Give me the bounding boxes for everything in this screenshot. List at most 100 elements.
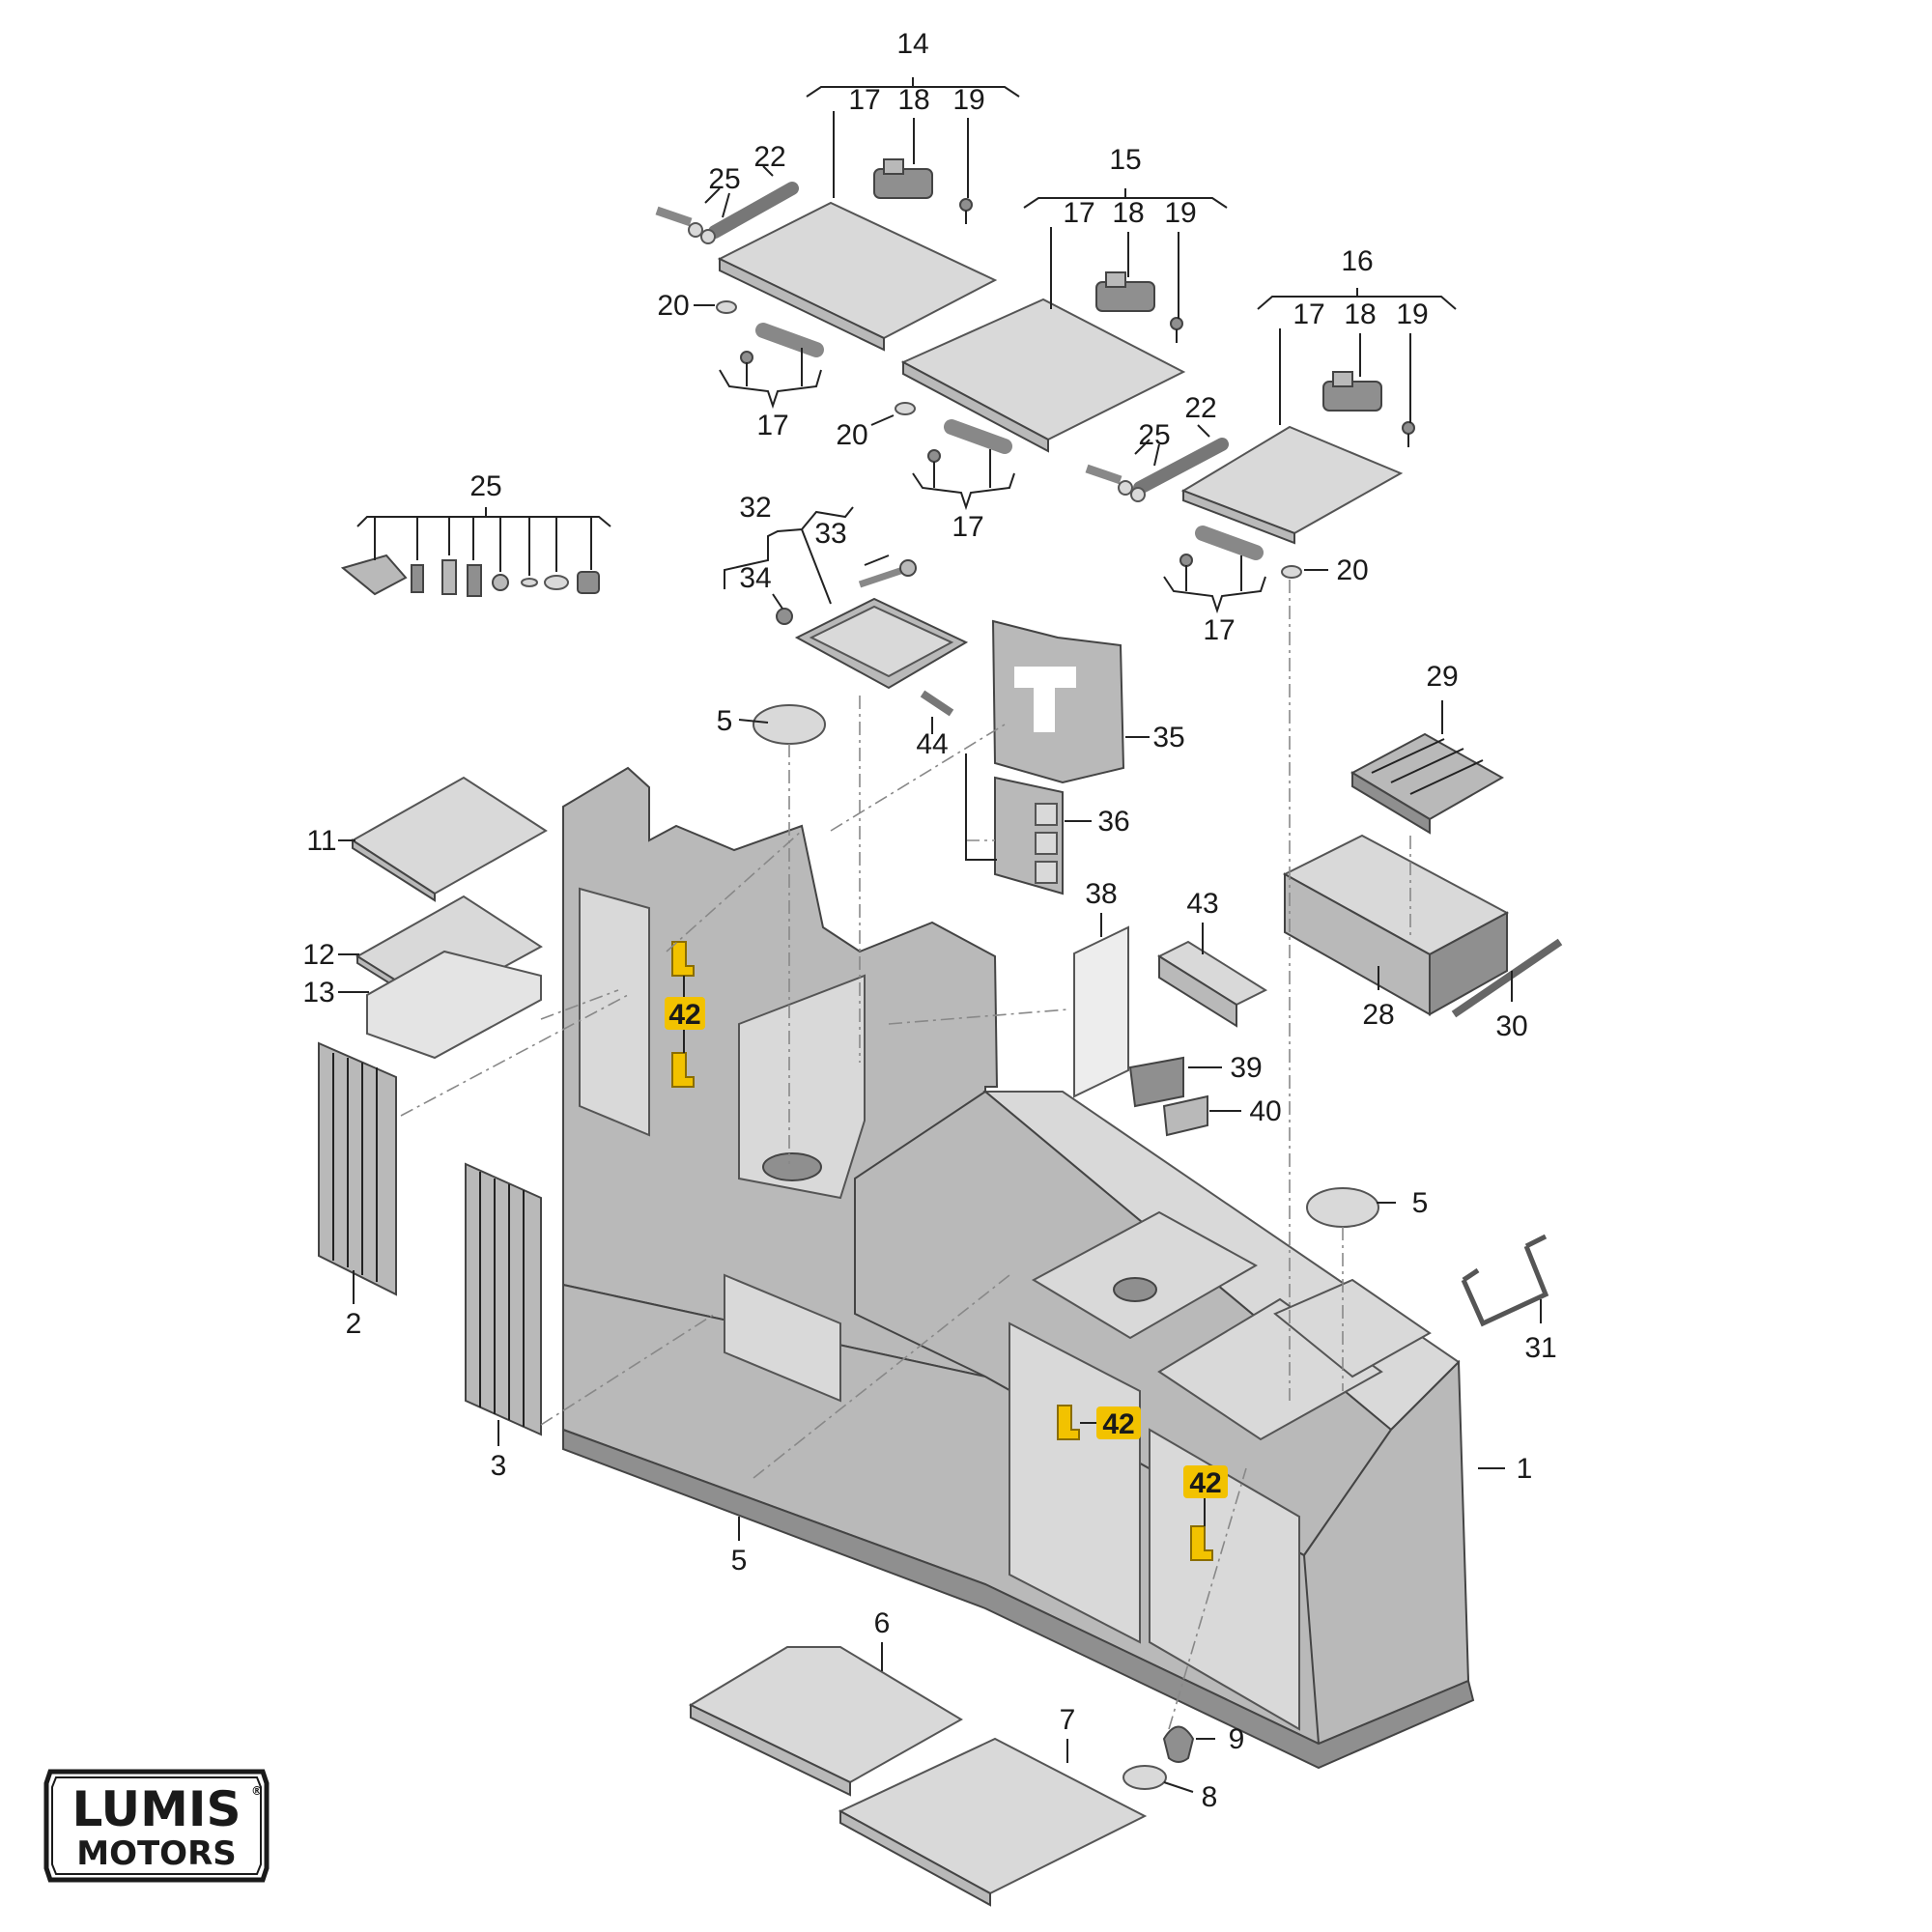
callout-25c: 25 xyxy=(469,470,501,502)
callout-44: 44 xyxy=(916,728,948,760)
callout-17c: 17 xyxy=(1203,614,1235,646)
highlight-42c xyxy=(1183,1465,1228,1498)
gas-strut-22a xyxy=(708,182,799,239)
callout-28: 28 xyxy=(1362,999,1394,1031)
hinge-18a xyxy=(873,158,933,199)
callout-42c: 42 xyxy=(1189,1467,1221,1499)
callout-16-18: 18 xyxy=(1344,298,1376,330)
mat-6 xyxy=(688,1646,963,1784)
clip-40 xyxy=(1162,1094,1208,1137)
callout-14-18: 18 xyxy=(897,84,929,116)
shelf-panel-14 xyxy=(717,201,998,340)
callout-14: 14 xyxy=(896,28,928,60)
callout-9: 9 xyxy=(1229,1723,1245,1755)
screw-19c xyxy=(1402,421,1415,447)
callout-17b: 17 xyxy=(952,511,983,543)
callout-33: 33 xyxy=(814,518,846,550)
highlight-42a xyxy=(665,997,705,1030)
callout-5a: 5 xyxy=(717,705,733,737)
callout-11: 11 xyxy=(306,825,336,857)
callout-32: 32 xyxy=(739,492,771,524)
callout-5b: 5 xyxy=(1412,1187,1429,1219)
callout-40: 40 xyxy=(1249,1095,1281,1127)
assembly-lines xyxy=(400,580,1411,1730)
bolt-25b xyxy=(1085,464,1146,502)
console-body-1 xyxy=(562,766,1475,1770)
drawer-28 xyxy=(1282,834,1510,1016)
callout-34: 34 xyxy=(739,562,771,594)
highlight-42b xyxy=(1096,1406,1141,1439)
callout-6: 6 xyxy=(874,1607,891,1639)
hook-42-top-b xyxy=(671,1052,695,1088)
handle-17b xyxy=(927,419,1012,463)
callout-43: 43 xyxy=(1186,888,1218,920)
callout-38: 38 xyxy=(1085,878,1117,910)
callout-22a: 22 xyxy=(753,141,785,173)
callout-42b: 42 xyxy=(1102,1408,1134,1440)
callout-16-19: 19 xyxy=(1396,298,1428,330)
door-2 xyxy=(318,1041,397,1296)
callout-20b: 20 xyxy=(836,419,867,451)
screw-19b xyxy=(1170,317,1183,343)
key-33 xyxy=(858,559,917,588)
hardware-set-25 xyxy=(340,554,600,597)
hook-42-top-a xyxy=(671,941,695,977)
callout-labels: 14 17 18 19 15 17 18 19 16 17 18 19 22 2… xyxy=(302,28,1556,1813)
bolt-25a xyxy=(655,206,716,244)
callout-14-19: 19 xyxy=(952,84,984,116)
callout-36: 36 xyxy=(1097,806,1129,838)
callout-12: 12 xyxy=(302,939,334,971)
callout-15-17: 17 xyxy=(1063,197,1094,229)
door-3 xyxy=(465,1162,542,1436)
handle-17c xyxy=(1179,526,1264,567)
logo-registered-mark: ® xyxy=(251,1784,263,1798)
callout-17a: 17 xyxy=(756,410,788,441)
callout-1: 1 xyxy=(1517,1453,1533,1485)
callout-35: 35 xyxy=(1152,722,1184,753)
callout-25a: 25 xyxy=(708,163,740,195)
strip-43 xyxy=(1156,940,1268,1028)
callout-15: 15 xyxy=(1109,144,1141,176)
callout-15-19: 19 xyxy=(1164,197,1196,229)
fastener-44 xyxy=(920,690,954,717)
panel-35 xyxy=(991,619,1125,784)
clip-39 xyxy=(1128,1056,1184,1108)
lumis-motors-logo: LUMIS ® MOTORS xyxy=(43,1769,270,1883)
callout-13: 13 xyxy=(302,977,334,1009)
callout-42a: 42 xyxy=(668,999,700,1031)
mirror-38 xyxy=(1073,925,1129,1098)
bumper-20c xyxy=(1281,565,1302,579)
bumper-20a xyxy=(716,300,737,314)
callout-15-18: 18 xyxy=(1112,197,1144,229)
rail-30 xyxy=(1451,938,1563,1018)
hinge-18c xyxy=(1322,371,1382,412)
hinge-18b xyxy=(1095,271,1155,312)
leader-lines xyxy=(338,77,1542,1793)
screw-19a xyxy=(959,198,973,224)
hook-42-mid xyxy=(1057,1405,1080,1440)
insert-29 xyxy=(1350,732,1505,835)
callout-25b: 25 xyxy=(1138,419,1170,451)
callout-29: 29 xyxy=(1426,661,1458,693)
callout-2: 2 xyxy=(346,1308,362,1340)
gas-strut-22b xyxy=(1133,438,1229,495)
callout-31: 31 xyxy=(1524,1332,1556,1364)
callout-3: 3 xyxy=(491,1450,507,1482)
callout-20a: 20 xyxy=(657,290,689,322)
callout-20c: 20 xyxy=(1336,554,1368,586)
button-34 xyxy=(776,608,793,625)
clip-8 xyxy=(1122,1765,1167,1790)
callout-5c: 5 xyxy=(731,1545,748,1577)
clip-9 xyxy=(1162,1725,1195,1763)
callout-16-17: 17 xyxy=(1293,298,1324,330)
logo-line2: MOTORS xyxy=(76,1834,237,1873)
callout-39: 39 xyxy=(1230,1052,1262,1084)
logo-line1: LUMIS xyxy=(71,1781,241,1837)
mat-11 xyxy=(351,776,548,895)
bracket-31 xyxy=(1461,1234,1549,1327)
callout-7: 7 xyxy=(1060,1704,1076,1736)
handle-17a xyxy=(740,323,824,364)
callout-22b: 22 xyxy=(1184,392,1216,424)
callout-14-17: 17 xyxy=(848,84,880,116)
